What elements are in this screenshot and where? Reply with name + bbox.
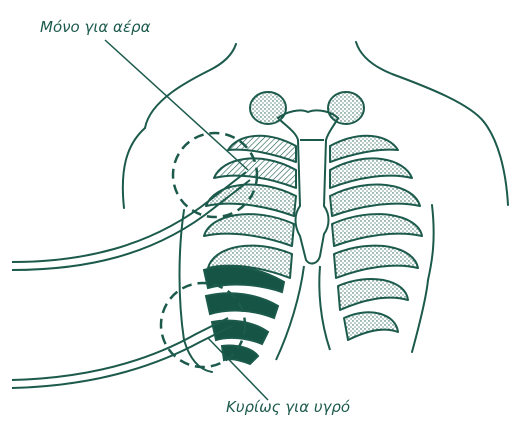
left-ribs (204, 136, 296, 278)
fluid-region (204, 266, 284, 364)
left-neck-line (145, 44, 236, 128)
mainly-fluid-label: Κυρίως για υγρό (226, 398, 350, 416)
right-neck-line (356, 42, 484, 122)
lower-ribs (276, 266, 330, 360)
right-shoulder-line (484, 122, 508, 205)
air-only-label: Μόνο για αέρα (40, 18, 150, 36)
left-shoulder-line (123, 128, 145, 208)
right-ribs (330, 136, 422, 340)
lower-tube-top (12, 318, 228, 380)
